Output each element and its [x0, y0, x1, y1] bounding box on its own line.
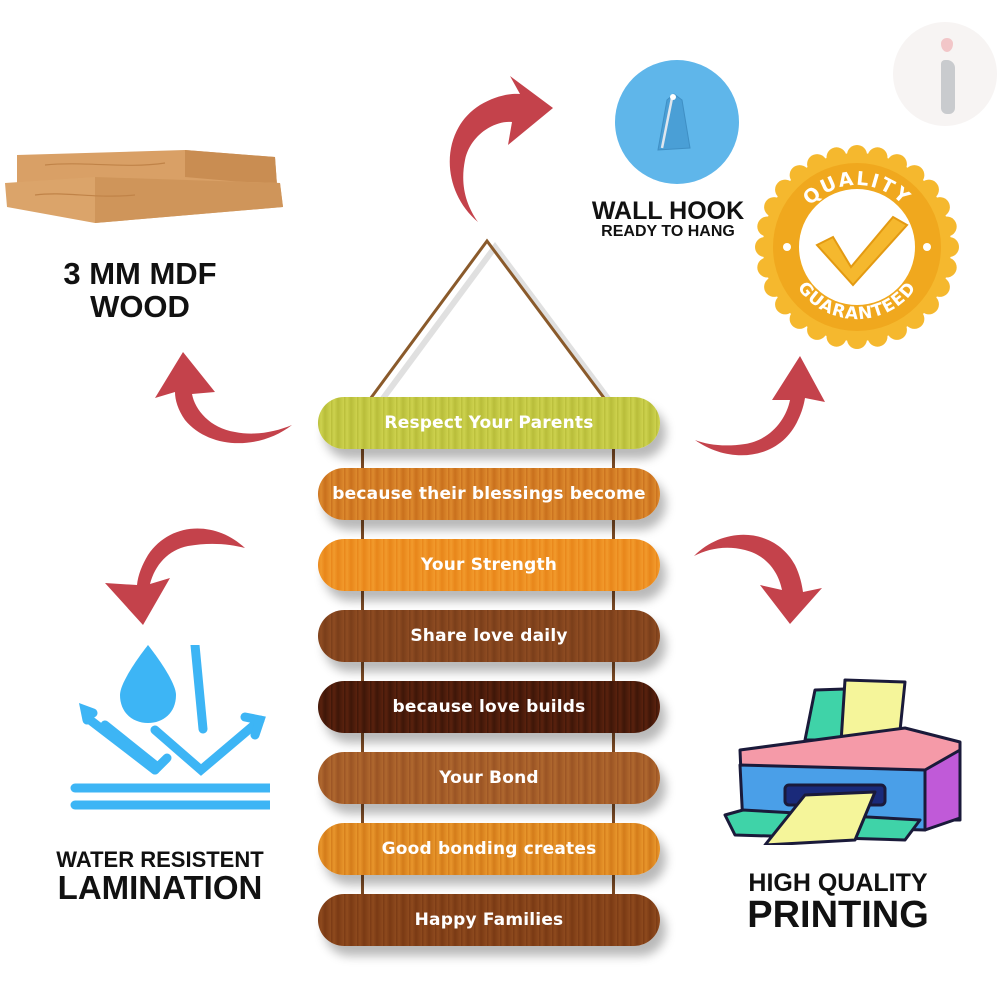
badge-scallop — [918, 294, 939, 315]
plank-5: because love builds — [318, 681, 660, 733]
badge-scallop — [867, 147, 888, 168]
badge-scallop — [886, 319, 907, 340]
plank-1: Respect Your Parents — [318, 397, 660, 449]
quality-badge-icon: QUALITY GUARANTEED — [755, 145, 959, 349]
badge-scallop — [918, 179, 939, 200]
plank-text: Your Strength — [420, 555, 558, 575]
mdf-line2: WOOD — [90, 288, 190, 324]
mdf-feature-label: 3 MM MDF WOOD — [20, 256, 260, 324]
printing-feature-label: HIGH QUALITY PRINTING — [718, 870, 958, 936]
plank-2: because their blessings become — [318, 468, 660, 520]
badge-scallop — [886, 154, 907, 175]
hook-line2: READY TO HANG — [601, 223, 735, 241]
arrow-to-printing-icon — [694, 534, 822, 624]
arrow-to-hook-icon — [449, 76, 553, 222]
plank-string — [612, 441, 615, 471]
badge-scallop — [904, 308, 925, 329]
plank-text: Happy Families — [414, 910, 564, 930]
plank-string — [361, 867, 364, 897]
plank-string — [361, 441, 364, 471]
brand-logo — [893, 22, 997, 126]
printing-line1: HIGH QUALITY — [748, 869, 928, 897]
arrow-to-mdf-icon — [155, 352, 292, 444]
water-feature-label: WATER RESISTENT LAMINATION — [30, 848, 290, 906]
badge-scallop — [936, 257, 957, 278]
badge-scallop — [764, 276, 785, 297]
plank-3: Your Strength — [318, 539, 660, 591]
plank-string — [612, 796, 615, 826]
hook-line1: WALL HOOK — [591, 197, 745, 225]
badge-scallop — [764, 197, 785, 218]
badge-scallop — [775, 294, 796, 315]
wall-hook-icon — [615, 60, 739, 184]
badge-scallop — [789, 308, 810, 329]
plank-4: Share love daily — [318, 610, 660, 662]
plank-text: Respect Your Parents — [384, 413, 594, 433]
plank-text: Share love daily — [410, 626, 568, 646]
badge-scallop — [826, 147, 847, 168]
arrow-to-water-icon — [105, 528, 245, 625]
plank-string — [361, 583, 364, 613]
plank-string — [612, 725, 615, 755]
mdf-line1: 3 MM MDF — [63, 256, 217, 291]
plank-string — [361, 512, 364, 542]
plank-string — [612, 654, 615, 684]
badge-scallop — [826, 326, 847, 347]
badge-scallop — [789, 165, 810, 186]
badge-scallop — [867, 326, 888, 347]
plank-string — [361, 654, 364, 684]
badge-scallop — [807, 319, 828, 340]
plank-text: because their blessings become — [332, 484, 646, 504]
water-line1: WATER RESISTENT — [56, 847, 264, 872]
logo-dot — [941, 38, 953, 52]
badge-scallop — [847, 329, 867, 349]
logo-stem — [941, 60, 955, 114]
plank-text: Good bonding creates — [381, 839, 597, 859]
badge-scallop — [847, 145, 867, 165]
badge-scallop — [757, 216, 778, 237]
badge-scallop — [929, 197, 950, 218]
badge-scallop — [939, 237, 959, 257]
printing-line2: PRINTING — [747, 894, 929, 937]
water-line2: LAMINATION — [57, 869, 263, 907]
water-resistant-icon — [70, 645, 270, 810]
plank-text: Your Bond — [439, 768, 539, 788]
plank-string — [612, 867, 615, 897]
badge-scallop — [757, 257, 778, 278]
plank-7: Good bonding creates — [318, 823, 660, 875]
badge-scallop — [755, 237, 775, 257]
badge-scallop — [807, 154, 828, 175]
badge-scallop — [775, 179, 796, 200]
badge-scallop — [936, 216, 957, 237]
plank-8: Happy Families — [318, 894, 660, 946]
hook-feature-label: WALL HOOK READY TO HANG — [568, 198, 768, 241]
printer-icon — [723, 678, 962, 845]
plank-string — [612, 583, 615, 613]
plank-6: Your Bond — [318, 752, 660, 804]
plank-string — [612, 512, 615, 542]
badge-scallop — [929, 276, 950, 297]
badge-scallop — [904, 165, 925, 186]
plank-string — [361, 725, 364, 755]
plank-text: because love builds — [392, 697, 586, 717]
arrow-to-quality-icon — [695, 356, 825, 456]
plank-string — [361, 796, 364, 826]
wood-planks-icon — [5, 150, 283, 223]
